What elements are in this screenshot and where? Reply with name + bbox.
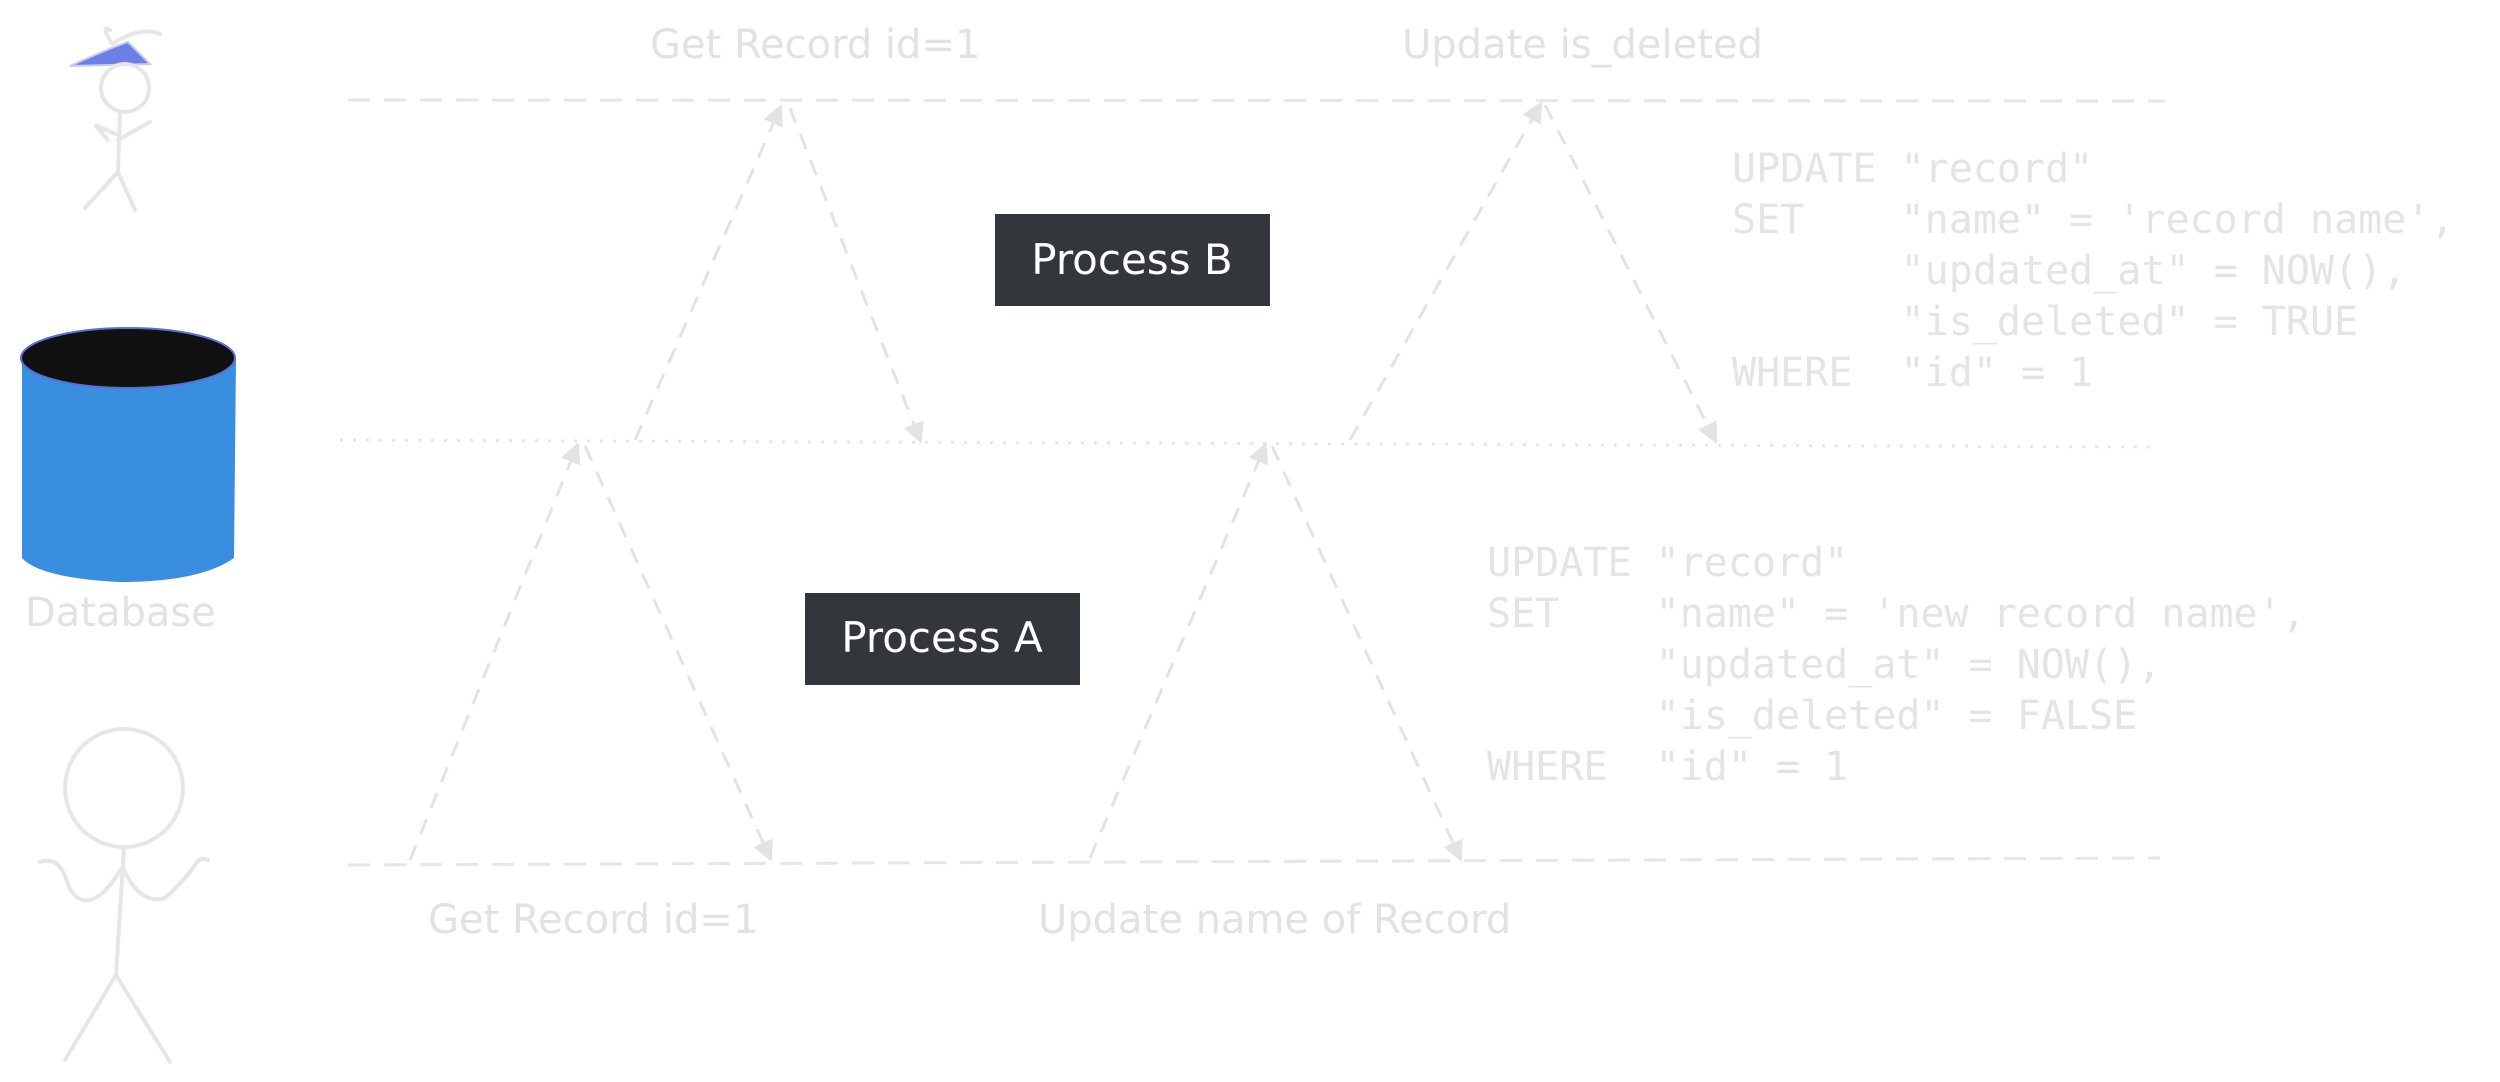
sql-b-line: "updated_at" = NOW(), [1732,248,2406,294]
step-label-b-get: Get Record id=1 [650,22,980,68]
head-icon [63,727,185,849]
hat-icon [69,40,153,67]
sql-a-line: WHERE "id" = 1 [1487,744,1848,790]
stick-figure-shrugging-icon [38,727,210,1064]
sql-a-line: "is_deleted" = FALSE [1487,693,2137,739]
database-top [20,327,236,389]
propeller-icon [103,26,162,46]
database-lane-line [339,438,2151,449]
database-cylinder-icon [20,327,236,582]
top-lane-line [347,98,2166,103]
flow-b-update-response-arrow [1543,104,1717,444]
flow-b-get-response-arrow [788,107,924,444]
sql-a-line: "updated_at" = NOW(), [1487,642,2161,688]
process-b-box: Process B [995,214,1270,306]
bottom-lane-line [347,856,2161,867]
flow-a-get-response-arrow [583,445,773,862]
step-label-a-update: Update name of Record [1038,897,1511,943]
sql-a-line: UPDATE "record" [1487,540,1848,586]
process-a-rect [805,593,1080,685]
sql-block-a: UPDATE "record" SET "name" = 'new record… [1487,540,2306,790]
sql-b-line: "is_deleted" = TRUE [1732,299,2358,345]
flow-b-update-request-arrow [1348,101,1543,441]
sql-b-line: WHERE "id" = 1 [1732,350,2093,396]
flow-a-get-request-arrow [408,442,581,861]
database-body [22,358,236,582]
flow-b-get-request-arrow [633,104,783,441]
sql-a-line: SET "name" = 'new record name', [1487,591,2306,637]
step-label-a-get: Get Record id=1 [428,897,758,943]
database-label: Database [25,590,216,636]
flow-a-update-response-arrow [1270,445,1463,862]
process-a-label: Process A [841,613,1043,662]
flow-a-update-request-arrow [1088,442,1269,859]
sql-b-line: UPDATE "record" [1732,146,2093,192]
sql-b-line: SET "name" = 'record name', [1732,197,2454,243]
process-a-box: Process A [805,593,1080,685]
step-label-b-update: Update is_deleted [1402,22,1763,68]
head-icon [99,62,151,114]
process-b-label: Process B [1031,235,1233,284]
sql-block-b: UPDATE "record" SET "name" = 'record nam… [1732,146,2454,396]
process-b-rect [995,214,1270,306]
stick-figure-propeller-hat-icon [69,26,162,212]
